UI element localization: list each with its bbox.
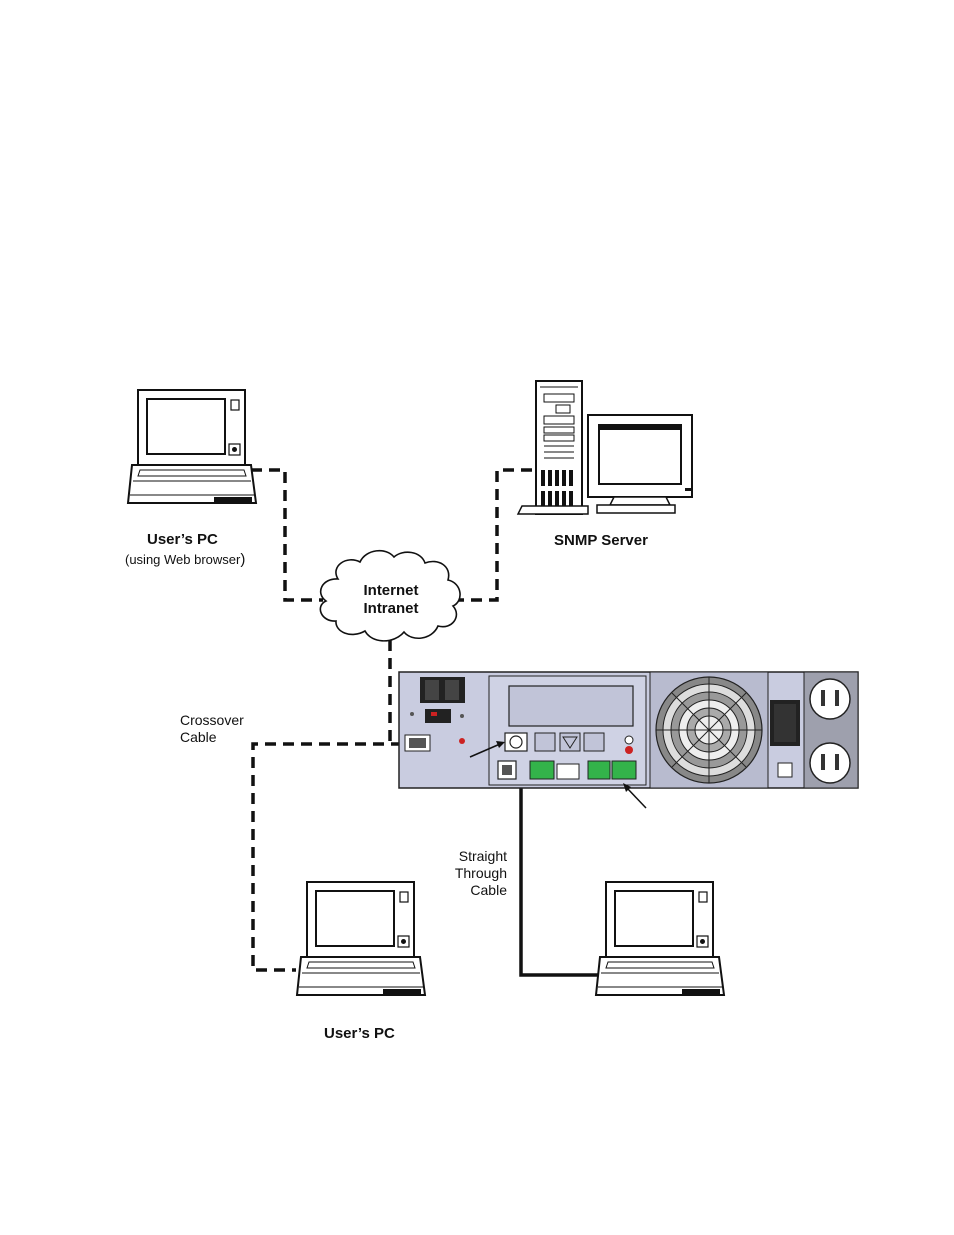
web-browser-note-text: (using Web browser <box>125 552 240 567</box>
link-snmp-to-cloud <box>458 470 532 600</box>
laptop-icon-bottom-left <box>297 882 425 995</box>
laptop-icon-bottom-right <box>596 882 724 995</box>
crossover-label-line2: Cable <box>180 729 244 746</box>
link-userpc-to-cloud <box>251 470 323 600</box>
cloud-label-line1: Internet <box>350 582 432 600</box>
tower-server-icon <box>518 381 588 514</box>
crossover-cable-label: Crossover Cable <box>180 712 244 746</box>
cloud-label: Internet Intranet <box>350 582 432 618</box>
straight-label-line1: Straight <box>445 848 507 865</box>
straight-label-line2: Through <box>445 865 507 882</box>
snmp-server-label: SNMP Server <box>554 532 648 549</box>
cloud-label-line2: Intranet <box>350 600 432 618</box>
users-pc-bottom-label: User’s PC <box>324 1025 395 1042</box>
web-browser-note: (using Web browser) <box>125 551 245 568</box>
web-browser-note-close: ) <box>240 551 245 568</box>
laptop-icon-top-left <box>128 390 256 503</box>
ups-rear-panel-icon <box>399 672 858 788</box>
straight-label-line3: Cable <box>445 882 507 899</box>
arrow-to-terminal-block <box>627 788 646 808</box>
crt-monitor-icon <box>588 415 692 513</box>
users-pc-top-label: User’s PC <box>147 531 218 548</box>
straight-through-cable-label: Straight Through Cable <box>445 848 507 899</box>
crossover-label-line1: Crossover <box>180 712 244 729</box>
